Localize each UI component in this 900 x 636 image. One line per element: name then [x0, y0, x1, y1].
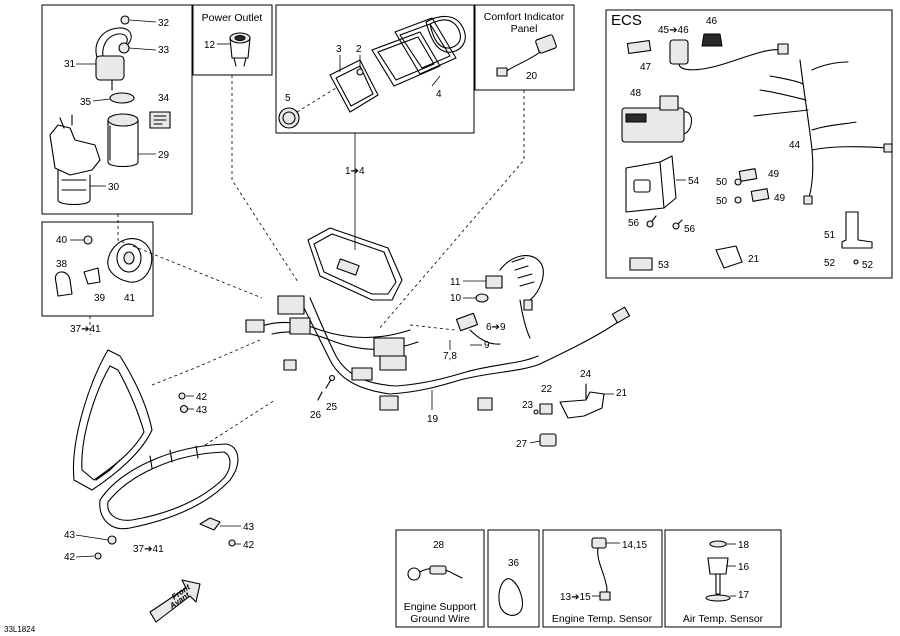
- callout-27: 27: [516, 439, 528, 450]
- callout-37-to-41a: 37➔41: [70, 324, 101, 335]
- callout-12: 12: [204, 40, 216, 51]
- callout-43a: 43: [196, 405, 208, 416]
- relay-bracket-parts: [49, 15, 171, 206]
- callout-45-to-46: 45➔46: [658, 25, 689, 36]
- comfort-indicator-part: [496, 34, 557, 77]
- callout-14-15: 14,15: [622, 540, 647, 551]
- callout-31: 31: [64, 59, 76, 70]
- callout-33: 33: [158, 45, 170, 56]
- callout-43c: 43: [243, 522, 255, 533]
- callout-50b: 50: [716, 196, 728, 207]
- callout-4: 4: [436, 89, 442, 100]
- headlight-bulb-parts: [54, 235, 153, 297]
- comfort-indicator-panel: [474, 4, 575, 91]
- callout-39: 39: [94, 293, 106, 304]
- callout-42c: 42: [243, 540, 255, 551]
- callout-48: 48: [630, 88, 642, 99]
- callout-46: 46: [706, 16, 718, 27]
- air-temp-sensor-title: Air Temp. Sensor: [683, 613, 764, 625]
- callout-23: 23: [522, 400, 534, 411]
- callout-56b: 56: [684, 224, 696, 235]
- main-wiring-harness: [245, 227, 631, 411]
- callout-22: 22: [541, 384, 553, 395]
- ground-wire-part: [407, 565, 463, 581]
- power-outlet-part: [229, 32, 251, 67]
- drawing-code: 33L1824: [4, 625, 36, 634]
- engine-temp-sensor-title: Engine Temp. Sensor: [552, 613, 653, 625]
- callout-7-8: 7,8: [443, 351, 457, 362]
- callout-21a: 21: [748, 254, 760, 265]
- callout-43b: 43: [64, 530, 76, 541]
- callout-3: 3: [336, 44, 342, 55]
- callout-44: 44: [789, 140, 801, 151]
- part-36-panel: [487, 529, 540, 628]
- callout-36: 36: [508, 558, 520, 569]
- callout-16: 16: [738, 562, 750, 573]
- part-36: [498, 578, 523, 616]
- callout-29: 29: [158, 150, 170, 161]
- callout-28: 28: [433, 540, 445, 551]
- callout-30: 30: [108, 182, 120, 193]
- callout-38: 38: [56, 259, 68, 270]
- bracket-parts: [533, 383, 605, 447]
- engine-support-title-line2: Ground Wire: [410, 613, 470, 625]
- callout-10: 10: [450, 293, 462, 304]
- ecs-parts: [621, 33, 893, 271]
- callout-37-to-41b: 37➔41: [133, 544, 164, 555]
- callout-50a: 50: [716, 177, 728, 188]
- headlight-assembly: [72, 349, 239, 560]
- callout-2: 2: [356, 44, 362, 55]
- callout-32: 32: [158, 18, 170, 29]
- callout-11: 11: [450, 277, 461, 288]
- ecs-title: ECS: [611, 12, 642, 29]
- callout-56a: 56: [628, 218, 640, 229]
- callout-41: 41: [124, 293, 136, 304]
- gauge-panel: [275, 4, 475, 134]
- callout-47: 47: [640, 62, 652, 73]
- callout-52a: 52: [824, 258, 836, 269]
- callout-42a: 42: [196, 392, 208, 403]
- air-temp-sensor-part: [705, 540, 731, 602]
- callout-52b: 52: [862, 260, 874, 271]
- callout-17: 17: [738, 590, 750, 601]
- callout-26: 26: [310, 410, 322, 421]
- callout-21b: 21: [616, 388, 628, 399]
- callout-35: 35: [80, 97, 92, 108]
- front-direction-arrow-icon: Front Avant: [149, 579, 201, 623]
- callout-5: 5: [285, 93, 291, 104]
- callout-18: 18: [738, 540, 750, 551]
- relay-bracket-panel: [41, 4, 193, 215]
- power-outlet-title: Power Outlet: [202, 12, 263, 24]
- comfort-indicator-title-line1: Comfort Indicator: [484, 11, 565, 23]
- callout-9: 9: [484, 340, 490, 351]
- ecs-panel: [605, 9, 893, 279]
- gauge-parts: [278, 15, 466, 129]
- callout-24: 24: [580, 369, 592, 380]
- comfort-indicator-title-line2: Panel: [511, 23, 538, 35]
- callout-49a: 49: [768, 169, 780, 180]
- callout-49b: 49: [774, 193, 786, 204]
- callout-1-to-4: 1➔4: [345, 166, 365, 177]
- callout-19: 19: [427, 414, 439, 425]
- callout-34: 34: [158, 93, 170, 104]
- callout-42b: 42: [64, 552, 76, 563]
- callout-20: 20: [526, 71, 538, 82]
- callout-54: 54: [688, 176, 700, 187]
- callout-13-to-15: 13➔15: [560, 592, 591, 603]
- callout-51: 51: [824, 230, 836, 241]
- callout-6-to-9: 6➔9: [486, 322, 506, 333]
- callout-40: 40: [56, 235, 68, 246]
- engine-support-title-line1: Engine Support: [404, 601, 476, 613]
- headlight-bulb-panel: [41, 221, 154, 317]
- callout-25: 25: [326, 402, 338, 413]
- callout-53: 53: [658, 260, 670, 271]
